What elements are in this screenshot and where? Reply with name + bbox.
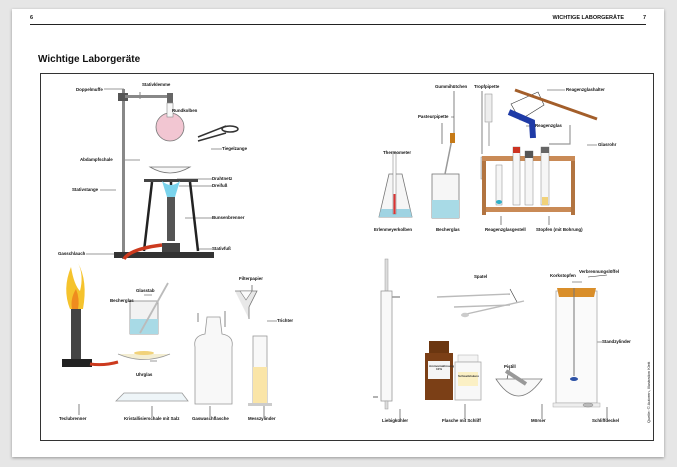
label-dreifuss: Dreifuß xyxy=(212,183,228,188)
label-bunsenbrenner: Bunsenbrenner xyxy=(212,215,245,220)
label-uhrglas: Uhrglas xyxy=(136,372,153,377)
running-title: WICHTIGE LABORGERÄTE xyxy=(552,15,625,21)
label-kristallisierschale: Kristallisierschale mit Salz xyxy=(124,416,180,421)
label-abdampfschale: Abdampfschale xyxy=(80,157,113,162)
label-glasrohr: Glasrohr xyxy=(598,142,617,147)
label-reagenzglashalter: Reagenzglashalter xyxy=(566,87,605,92)
label-pistill: Pistill xyxy=(504,364,516,369)
image-credit: Quelle: © Autoren, Illustration Klett xyxy=(646,361,651,423)
label-drahtnetz: Drahtnetz xyxy=(212,176,233,181)
label-korkstopfen: Korkstopfen xyxy=(550,273,576,278)
bottle-label-ammonia: Ammoniaklösung 10% xyxy=(429,364,455,371)
lab-equipment-illustration xyxy=(62,88,608,419)
label-thermometer: Thermometer xyxy=(383,150,412,155)
label-stopfen: Stopfen (mit Bohrung) xyxy=(536,227,583,232)
label-becherglas-low: Becherglas xyxy=(110,298,134,303)
label-spatel: Spatel xyxy=(474,274,488,279)
label-reagenzglasgestell: Reagenzglasgestell xyxy=(485,227,526,232)
bottle-label-sulfuric: Schwefelsäure xyxy=(458,374,480,378)
label-gaswaschflasche: Gaswaschflasche xyxy=(192,416,229,421)
label-rundkolben: Rundkolben xyxy=(172,108,198,113)
page-number-left: 6 xyxy=(30,15,34,21)
label-reagenzglas: Reagenzglas xyxy=(535,123,562,128)
label-glasstab: Glasstab xyxy=(136,288,155,293)
label-moerser: Mörser xyxy=(531,418,546,423)
label-pasteurpipette: Pasteurpipette xyxy=(418,114,449,119)
label-liebigkuehler: Liebigkühler xyxy=(382,418,409,423)
label-schliffdeckel: Schliffdeckel xyxy=(592,418,620,423)
page-number-right: 7 xyxy=(642,15,646,21)
label-flasche-schliff: Flasche mit Schliff xyxy=(442,418,481,423)
label-gasschlauch: Gasschlauch xyxy=(58,251,86,256)
label-erlenmeyerkolben: Erlenmeyerkolben xyxy=(374,227,413,232)
label-standzylinder: Standzylinder xyxy=(602,339,631,344)
label-filterpapier: Filterpapier xyxy=(239,276,263,281)
label-teclubrenner: Teclubrenner xyxy=(59,416,87,421)
stand-assembly xyxy=(114,89,239,261)
glassware-group-top xyxy=(378,88,598,219)
glassware-group-bottom-right xyxy=(373,258,601,410)
label-stativfuss: Stativfuß xyxy=(212,246,231,251)
book-page: 6 WICHTIGE LABORGERÄTE 7 Wichtige Laborg… xyxy=(12,9,664,457)
page-title: Wichtige Laborgeräte xyxy=(38,54,141,65)
label-trichter: Trichter xyxy=(277,318,294,323)
label-stativklemme: Stativklemme xyxy=(142,82,171,87)
label-gummihuetchen: Gummihütchen xyxy=(435,84,468,89)
label-doppelmuffe: Doppelmuffe xyxy=(76,87,103,92)
illustration-frame xyxy=(40,73,654,441)
label-tropfpipette: Tropfpipette xyxy=(474,84,500,89)
label-becherglas-top: Becherglas xyxy=(436,227,460,232)
header-rule xyxy=(30,24,646,25)
label-stativstange: Stativstange xyxy=(72,187,99,192)
glassware-group-bottom-left xyxy=(62,263,272,406)
label-verbrennungsloeffel: Verbrennungslöffel xyxy=(579,269,620,274)
label-tiegelzange: Tiegelzange xyxy=(222,146,248,151)
label-messzylinder: Messzylinder xyxy=(248,416,276,421)
